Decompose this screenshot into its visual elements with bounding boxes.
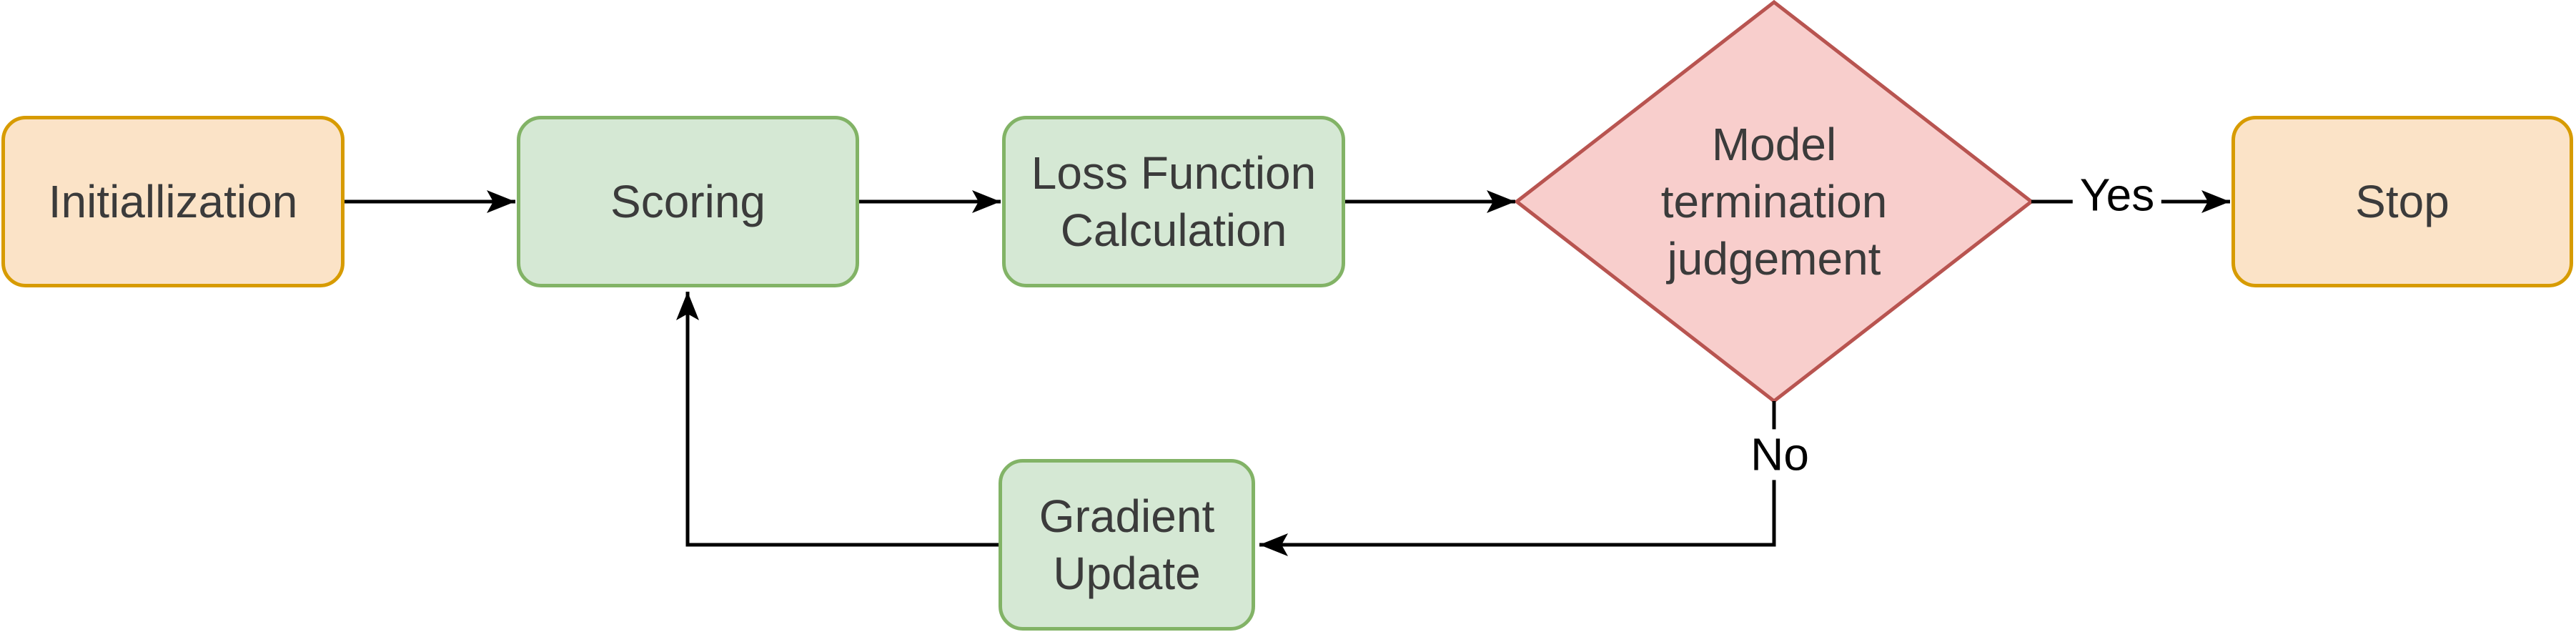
node-loss-function-calculation: Loss Function Calculation	[1002, 116, 1345, 287]
node-scoring-label: Scoring	[610, 176, 766, 227]
edge-judgement-to-gradient	[1259, 401, 1776, 556]
decision-diamond-shape	[1513, 0, 2035, 404]
node-initialization: Initiallization	[1, 116, 345, 287]
node-scoring: Scoring	[517, 116, 859, 287]
edge-label-yes: Yes	[2072, 169, 2162, 221]
node-stop: Stop	[2231, 116, 2573, 287]
node-loss-function-calculation-label: Loss Function Calculation	[1031, 147, 1317, 256]
edge-label-no: No	[1743, 429, 1816, 480]
edge-gradient-to-scoring	[676, 292, 999, 547]
node-stop-label: Stop	[2355, 176, 2449, 227]
node-gradient-update: Gradient Update	[999, 459, 1255, 631]
node-initialization-label: Initiallization	[48, 176, 298, 227]
node-gradient-update-label: Gradient Update	[1039, 490, 1215, 599]
